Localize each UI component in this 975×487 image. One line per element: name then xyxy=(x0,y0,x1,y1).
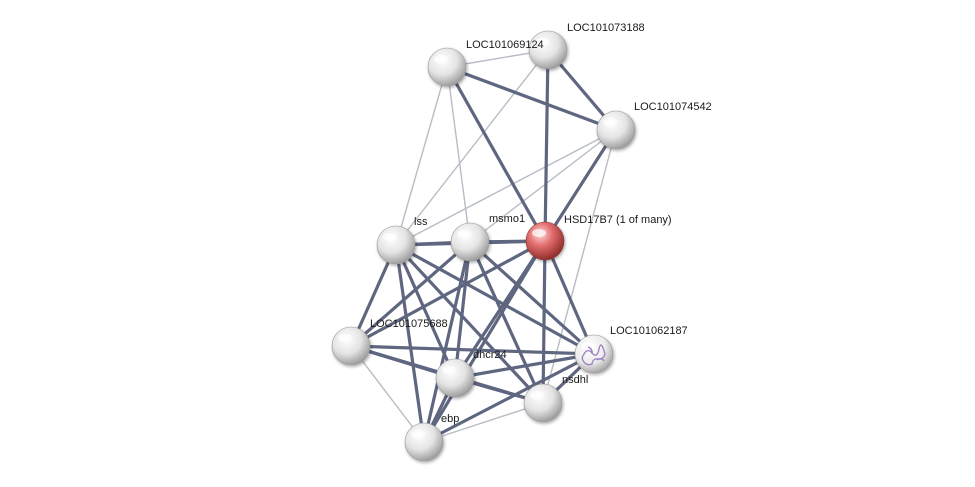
edge-loc74542-nsdhl[interactable] xyxy=(542,129,617,404)
node-label-loc69124: LOC101069124 xyxy=(466,39,544,51)
edge-hsd17b7-loc62187[interactable] xyxy=(543,239,596,356)
node-hsd17b7[interactable] xyxy=(525,221,565,261)
edge-hsd17b7-ebp[interactable] xyxy=(422,239,547,444)
node-highlight xyxy=(383,233,397,241)
node-highlight xyxy=(532,229,546,237)
edge-loc75688-loc62187[interactable] xyxy=(349,344,596,356)
protein-structure-icon xyxy=(581,344,606,366)
edge-lss-ebp[interactable] xyxy=(394,243,426,444)
node-highlight xyxy=(535,38,549,46)
edge-loc74542-hsd17b7[interactable] xyxy=(543,128,618,243)
node-loc75688[interactable] xyxy=(331,326,371,366)
node-nsdhl[interactable] xyxy=(523,383,563,423)
node-layer xyxy=(331,30,636,462)
edge-nsdhl-ebp[interactable] xyxy=(423,402,544,443)
node-ball-loc74542[interactable] xyxy=(596,110,636,150)
node-ball-nsdhl[interactable] xyxy=(523,383,563,423)
node-highlight xyxy=(581,342,595,350)
node-loc62187[interactable] xyxy=(574,334,614,374)
node-ball-msmo1[interactable] xyxy=(450,222,490,262)
edge-loc75688-ebp[interactable] xyxy=(350,345,425,443)
node-ball-loc62187[interactable] xyxy=(574,334,614,374)
node-label-loc62187: LOC101062187 xyxy=(610,325,688,337)
edge-loc73188-hsd17b7[interactable] xyxy=(543,48,550,243)
edge-loc73188-lss[interactable] xyxy=(395,49,549,246)
edge-msmo1-ebp[interactable] xyxy=(422,240,472,444)
node-label-loc74542: LOC101074542 xyxy=(634,101,712,113)
node-label-hsd17b7: HSD17B7 (1 of many) xyxy=(564,214,672,226)
edge-loc69124-loc74542[interactable] xyxy=(445,65,618,132)
node-label-loc75688: LOC101075688 xyxy=(370,318,448,330)
node-ball-hsd17b7[interactable] xyxy=(525,221,565,261)
node-label-lss: lss xyxy=(414,216,428,228)
node-ball-lss[interactable] xyxy=(376,225,416,265)
node-ball-dhcr24[interactable] xyxy=(435,358,475,398)
edge-loc74542-msmo1[interactable] xyxy=(469,129,617,243)
node-highlight xyxy=(411,430,425,438)
node-label-dhcr24: dhcr24 xyxy=(473,349,507,361)
node-highlight xyxy=(603,118,617,126)
node-dhcr24[interactable] xyxy=(435,358,475,398)
node-label-msmo1: msmo1 xyxy=(489,213,525,225)
edge-loc69124-lss[interactable] xyxy=(395,66,448,246)
node-ball-loc69124[interactable] xyxy=(427,47,467,87)
edge-dhcr24-loc62187[interactable] xyxy=(453,352,596,380)
edge-msmo1-nsdhl[interactable] xyxy=(468,240,545,405)
node-loc69124[interactable] xyxy=(427,47,467,87)
node-ebp[interactable] xyxy=(404,422,444,462)
node-highlight xyxy=(338,334,352,342)
node-ball-loc75688[interactable] xyxy=(331,326,371,366)
node-ball-ebp[interactable] xyxy=(404,422,444,462)
edge-loc62187-ebp[interactable] xyxy=(422,352,596,444)
node-loc74542[interactable] xyxy=(596,110,636,150)
node-label-loc73188: LOC101073188 xyxy=(567,22,645,34)
edge-msmo1-loc75688[interactable] xyxy=(349,240,472,348)
node-highlight xyxy=(530,391,544,399)
edge-loc69124-msmo1[interactable] xyxy=(446,66,471,243)
node-label-nsdhl: nsdhl xyxy=(562,374,588,386)
edge-loc69124-hsd17b7[interactable] xyxy=(445,65,547,243)
node-loc73188[interactable] xyxy=(528,30,568,70)
node-highlight xyxy=(434,55,448,63)
edge-lss-nsdhl[interactable] xyxy=(394,243,545,405)
edge-msmo1-dhcr24[interactable] xyxy=(453,240,472,380)
node-label-ebp: ebp xyxy=(441,413,459,425)
node-highlight xyxy=(442,366,456,374)
edge-loc74542-lss[interactable] xyxy=(395,129,617,246)
node-msmo1[interactable] xyxy=(450,222,490,262)
edge-hsd17b7-loc75688[interactable] xyxy=(349,239,547,348)
edge-hsd17b7-nsdhl[interactable] xyxy=(541,239,547,405)
edge-msmo1-loc62187[interactable] xyxy=(468,240,596,356)
node-highlight xyxy=(457,230,471,238)
node-lss[interactable] xyxy=(376,225,416,265)
